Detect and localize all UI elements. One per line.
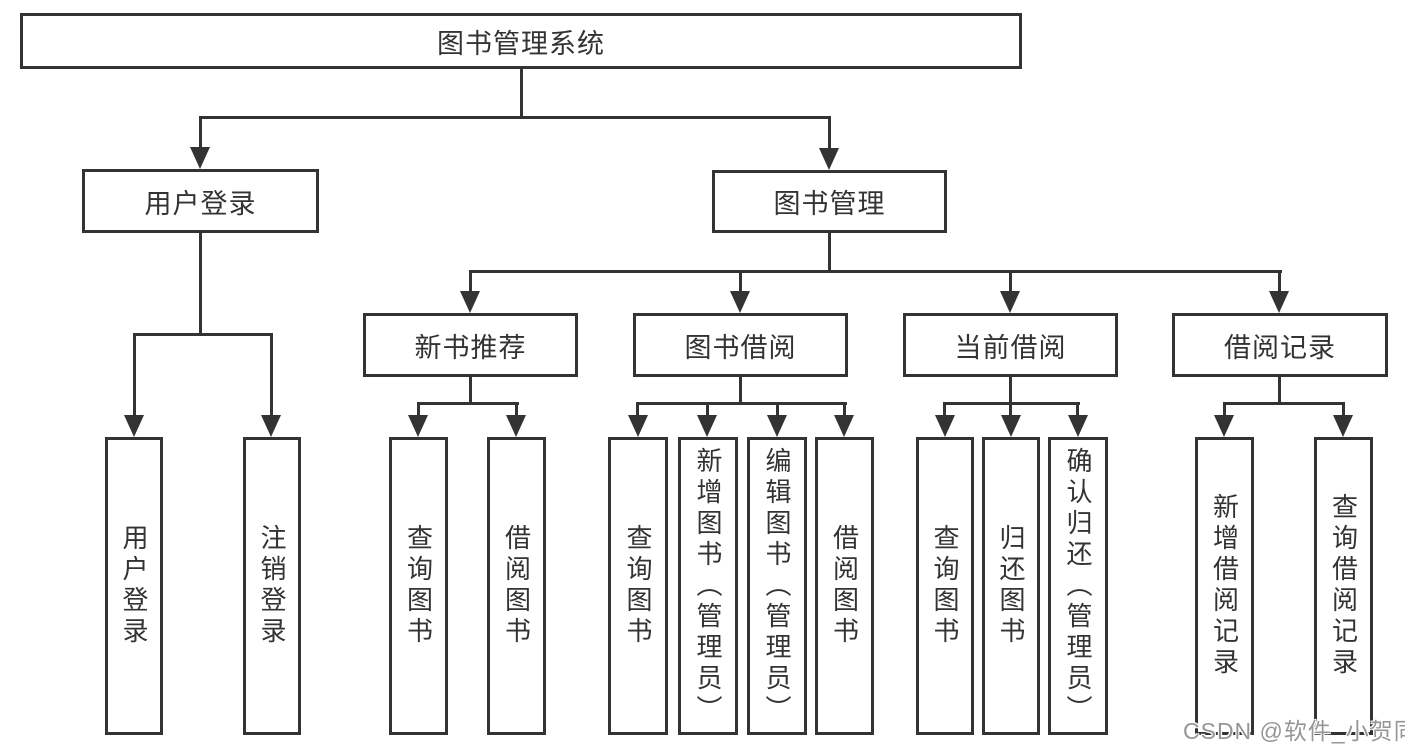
leaf-borrow-books-borrowing: 借阅图书: [815, 437, 874, 735]
arrow-down-icon: [1000, 291, 1020, 313]
connector-stub-leaf-logout: [270, 333, 273, 417]
connector-records-bar: [1223, 402, 1345, 405]
connector-stub-book-management: [828, 116, 831, 150]
connector-stub: [1076, 402, 1079, 418]
arrow-down-icon: [628, 415, 648, 437]
arrow-down-icon: [697, 415, 717, 437]
connector-level2-bar: [199, 116, 831, 119]
leaf-add-borrow-record: 新增借阅记录: [1195, 437, 1254, 735]
connector-recommend-trunk: [469, 376, 472, 405]
connector-level3-bar: [469, 270, 1282, 273]
leaf-query-books-current: 查询图书: [916, 437, 974, 735]
leaf-user-login: 用户登录: [105, 437, 163, 735]
leaf-add-books-admin: 新增图书（管理员）: [678, 437, 738, 735]
arrow-down-icon: [730, 291, 750, 313]
csdn-watermark: CSDN @软件_小贺同学: [1183, 718, 1405, 744]
node-new-book-recommend: 新书推荐: [363, 313, 578, 377]
connector-book-management-trunk: [828, 232, 831, 273]
arrow-down-icon: [834, 415, 854, 437]
connector-stub: [776, 402, 779, 418]
connector-stub: [417, 402, 420, 418]
arrow-down-icon: [261, 415, 281, 437]
connector-stub: [943, 402, 946, 418]
connector-recommend-bar: [417, 402, 519, 405]
node-root-library-system: 图书管理系统: [20, 13, 1022, 69]
arrow-down-icon: [935, 415, 955, 437]
arrow-down-icon: [408, 415, 428, 437]
leaf-query-books-recommend: 查询图书: [389, 437, 448, 735]
arrow-down-icon: [819, 148, 839, 170]
leaf-query-borrow-record: 查询借阅记录: [1314, 437, 1373, 735]
leaf-confirm-return-admin: 确认归还（管理员）: [1048, 437, 1108, 735]
arrow-down-icon: [190, 147, 210, 169]
connector-stub-new-book-recommend: [469, 270, 472, 295]
node-current-borrowing: 当前借阅: [903, 313, 1118, 377]
connector-records-trunk: [1278, 376, 1281, 405]
node-borrow-records: 借阅记录: [1172, 313, 1388, 377]
leaf-query-books-borrowing: 查询图书: [608, 437, 668, 735]
connector-stub: [636, 402, 639, 418]
connector-stub: [843, 402, 846, 418]
leaf-return-books: 归还图书: [982, 437, 1040, 735]
node-user-login: 用户登录: [82, 169, 319, 233]
connector-user-login-trunk: [199, 232, 202, 336]
arrow-down-icon: [460, 291, 480, 313]
connector-stub-borrow-records: [1278, 270, 1281, 295]
connector-stub-current-borrowing: [1009, 270, 1012, 295]
connector-stub-book-borrowing: [739, 270, 742, 295]
arrow-down-icon: [1269, 291, 1289, 313]
arrow-down-icon: [1001, 415, 1021, 437]
connector-stub: [515, 402, 518, 418]
connector-stub: [706, 402, 709, 418]
arrow-down-icon: [124, 415, 144, 437]
arrow-down-icon: [506, 415, 526, 437]
leaf-borrow-books-recommend: 借阅图书: [487, 437, 546, 735]
connector-stub: [1223, 402, 1226, 418]
node-book-management: 图书管理: [712, 170, 947, 233]
connector-borrowing-bar: [636, 402, 847, 405]
connector-stub-user-login: [199, 116, 202, 150]
connector-stub-leaf-user-login: [133, 333, 136, 417]
leaf-logout: 注销登录: [243, 437, 301, 735]
connector-stub: [1342, 402, 1345, 418]
arrow-down-icon: [1068, 415, 1088, 437]
leaf-edit-books-admin: 编辑图书（管理员）: [747, 437, 807, 735]
connector-current-trunk: [1009, 376, 1012, 405]
node-book-borrowing: 图书借阅: [633, 313, 848, 377]
arrow-down-icon: [1333, 415, 1353, 437]
arrow-down-icon: [767, 415, 787, 437]
connector-root-trunk: [520, 68, 523, 119]
arrow-down-icon: [1214, 415, 1234, 437]
connector-user-login-bar: [133, 333, 273, 336]
connector-borrowing-trunk: [739, 376, 742, 405]
connector-stub: [1009, 402, 1012, 418]
